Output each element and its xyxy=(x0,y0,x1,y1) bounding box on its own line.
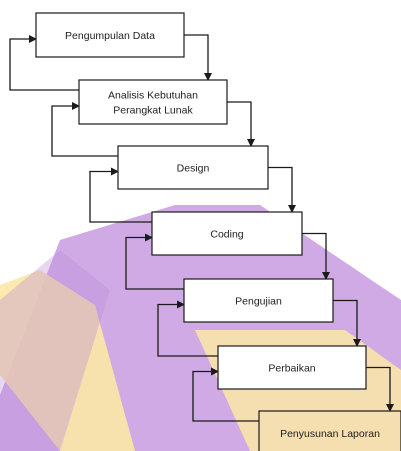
feedback-arrow-design xyxy=(51,102,118,157)
step-label: Coding xyxy=(210,229,243,241)
feedback-arrow-penyusunan-laporan xyxy=(192,367,259,422)
step-label: Perangkat Lunak xyxy=(113,105,193,117)
feedback-arrow-perbaikan xyxy=(157,300,218,357)
feedback-arrow-coding xyxy=(89,167,152,223)
step-pengujian: Pengujian xyxy=(183,278,334,323)
step-pengumpulan-data: Pengumpulan Data xyxy=(35,12,185,58)
step-coding: Coding xyxy=(151,211,303,256)
flow-arrow-pengujian xyxy=(333,299,361,347)
connectors xyxy=(9,34,394,422)
watermark-yellow-left xyxy=(0,270,135,451)
feedback-arrow-pengujian xyxy=(125,233,184,290)
step-label: Design xyxy=(177,163,210,175)
flow-arrow-perbaikan xyxy=(366,366,394,412)
step-label: Pengujian xyxy=(235,296,282,308)
watermark-logo xyxy=(0,205,401,451)
step-label: Pengumpulan Data xyxy=(65,30,155,42)
step-box xyxy=(151,211,303,256)
step-perbaikan: Perbaikan xyxy=(217,345,367,390)
step-box xyxy=(217,345,367,390)
step-label: Perbaikan xyxy=(268,363,315,375)
flow-arrow-analisis xyxy=(227,101,255,147)
flow-arrow-design xyxy=(268,166,296,213)
step-penyusunan-laporan: Penyusunan Laporan xyxy=(258,410,401,451)
step-box xyxy=(258,410,401,451)
flow-arrow-pengumpulan-data xyxy=(184,34,212,81)
watermark-purple-band xyxy=(0,250,110,451)
step-label: Penyusunan Laporan xyxy=(280,428,380,440)
feedback-arrow-analisis xyxy=(9,35,79,91)
step-box xyxy=(78,79,228,125)
step-box xyxy=(183,278,334,323)
step-box xyxy=(117,145,269,190)
step-design: Design xyxy=(117,145,269,190)
flow-arrow-coding xyxy=(302,232,330,280)
step-label: Analisis Kebutuhan xyxy=(108,90,198,102)
step-box xyxy=(35,12,185,58)
